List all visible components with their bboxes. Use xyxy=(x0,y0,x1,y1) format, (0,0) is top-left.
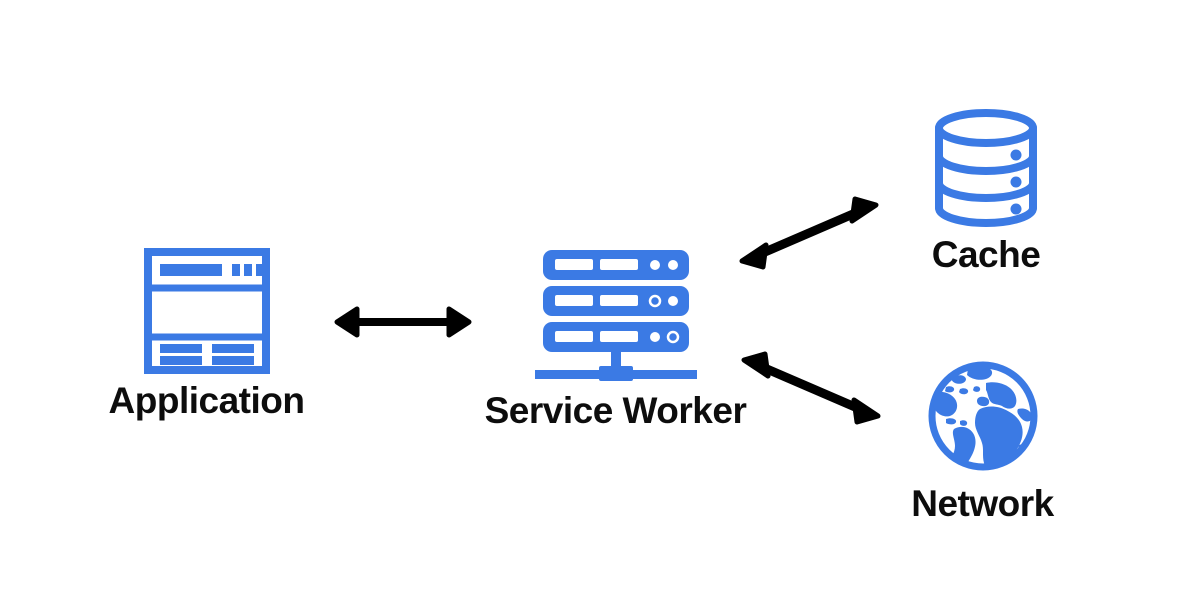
diagram-node-service-worker[interactable]: Service Worker xyxy=(478,246,753,432)
server-rack-icon xyxy=(531,246,701,386)
diagram-node-label-network: Network xyxy=(911,483,1054,524)
connector-service-worker-cache xyxy=(736,193,882,273)
diagram-node-network[interactable]: Network xyxy=(895,357,1070,525)
browser-window-icon xyxy=(143,248,270,374)
diagram-node-label-cache: Cache xyxy=(931,234,1041,275)
connector-application-service-worker xyxy=(333,296,473,348)
globe-icon xyxy=(924,357,1042,475)
diagram-node-cache[interactable]: Cache xyxy=(912,108,1060,276)
diagram-node-application[interactable]: Application xyxy=(104,248,309,422)
diagram-node-label-service-worker: Service Worker xyxy=(484,390,747,431)
diagram-node-label-application: Application xyxy=(108,380,305,421)
database-cylinder-icon xyxy=(931,108,1041,228)
connector-service-worker-network xyxy=(738,348,884,428)
